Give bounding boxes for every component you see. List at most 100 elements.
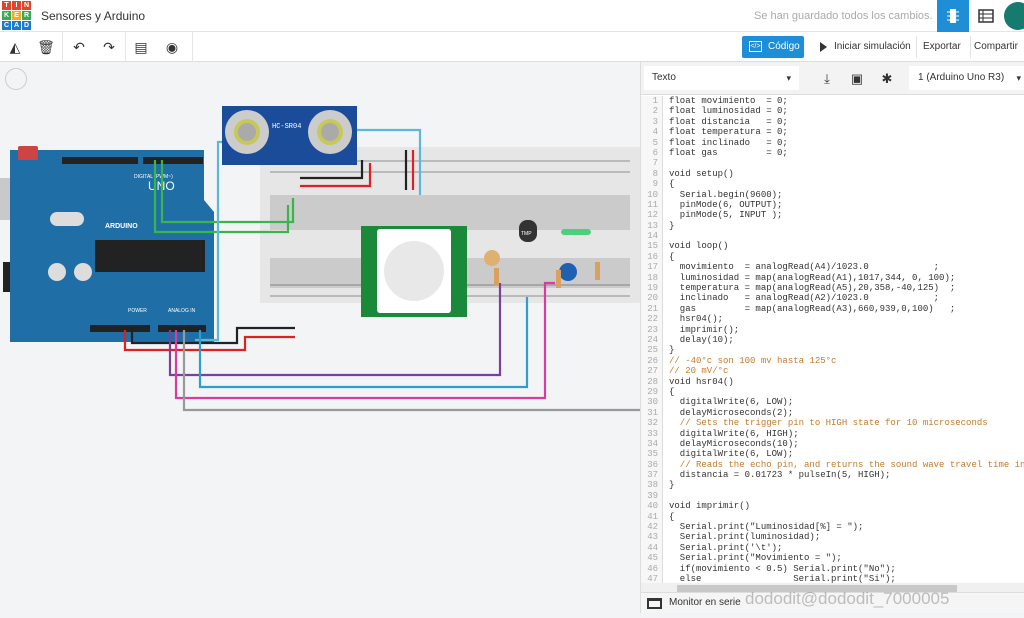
start-simulation-button[interactable]: Iniciar simulación [812, 36, 911, 58]
line-number: 38 [641, 480, 663, 491]
logo-letter: R [22, 11, 31, 20]
horizontal-scrollbar[interactable] [641, 583, 1024, 593]
visibility-icon[interactable]: ◉ [165, 39, 179, 55]
circuit-view-button[interactable] [937, 0, 969, 32]
code-line: 22 hsr04(); [641, 314, 1024, 325]
delete-icon[interactable]: 🗑 [37, 39, 55, 55]
code-line: 46 if(movimiento < 0.5) Serial.print("No… [641, 563, 1024, 574]
export-button[interactable]: Exportar [916, 36, 967, 58]
line-number: 14 [641, 231, 663, 242]
line-number: 6 [641, 147, 663, 159]
line-number: 27 [641, 366, 663, 377]
line-number: 45 [641, 553, 663, 564]
code-text: Serial.print("Luminosidad[%] = "); [669, 522, 864, 533]
code-text: else Serial.print("Si"); [669, 573, 896, 584]
code-text: gas = map(analogRead(A3),660,939,0,100) … [669, 303, 956, 314]
line-number: 39 [641, 490, 663, 502]
fit-view-button[interactable] [5, 68, 27, 90]
line-number: 46 [641, 563, 663, 574]
tmp36-sensor [519, 220, 537, 242]
line-number: 34 [641, 438, 663, 450]
line-number: 1 [641, 96, 663, 107]
line-number: 22 [641, 314, 663, 325]
line-number: 28 [641, 376, 663, 387]
user-avatar[interactable] [1004, 2, 1024, 30]
code-line: 26// -40°c son 100 mv hasta 125°c [641, 355, 1024, 367]
logo-letter: I [12, 1, 21, 10]
undo-icon[interactable]: ↶ [73, 39, 85, 55]
line-number: 25 [641, 345, 663, 356]
project-title[interactable]: Sensores y Arduino [41, 9, 146, 23]
code-line: 31 delayMicroseconds(2); [641, 407, 1024, 419]
code-line: 7 [641, 158, 1024, 169]
line-number: 2 [641, 106, 663, 117]
line-number: 17 [641, 262, 663, 273]
debugger-bug-icon[interactable]: ✱ [881, 71, 893, 86]
line-number: 47 [641, 573, 663, 584]
library-icon[interactable]: ▣ [850, 71, 864, 86]
code-text: void loop() [669, 241, 729, 252]
code-line: 18 luminosidad = map(analogRead(A1),1017… [641, 272, 1024, 284]
share-button[interactable]: Compartir [970, 36, 1021, 58]
code-line: 45 Serial.print("Movimiento = "); [641, 553, 1024, 564]
editor-mode-select[interactable]: Texto [644, 66, 799, 90]
sensor-label: HC-SR04 [272, 123, 301, 131]
line-number: 41 [641, 511, 663, 523]
line-number: 7 [641, 158, 663, 169]
code-text: Serial.print(luminosidad); [669, 532, 821, 543]
line-number: 10 [641, 189, 663, 200]
board-select[interactable]: 1 (Arduino Uno R3) [909, 66, 1024, 90]
line-number: 9 [641, 179, 663, 190]
code-text: } [669, 220, 675, 231]
code-line: 39 [641, 490, 1024, 502]
code-text: { [669, 511, 675, 522]
line-number: 44 [641, 542, 663, 554]
circuit-canvas[interactable]: ARDUINO UNO DIGITAL (PWM~) ANALOG IN POW… [0, 62, 640, 613]
rotate-icon[interactable]: ◭ [9, 39, 21, 55]
code-text: pinMode(6, OUTPUT); [669, 199, 783, 210]
code-text: delayMicroseconds(2); [669, 407, 794, 418]
reset-button [18, 146, 38, 160]
scrollbar-thumb[interactable] [677, 585, 957, 592]
photoresistor [484, 250, 500, 266]
power-pins-label: POWER [128, 308, 147, 314]
code-text: void setup() [669, 168, 734, 179]
download-icon[interactable]: ⤓ [824, 71, 830, 86]
code-line: 41 { [641, 511, 1024, 523]
code-line: 6 float gas = 0; [641, 147, 1024, 159]
analog-pins-label: ANALOG IN [168, 308, 196, 314]
code-line: 17 movimiento = analogRead(A4)/1023.0 ; [641, 262, 1024, 273]
code-line: 14 [641, 231, 1024, 242]
code-text: float gas = 0; [669, 147, 788, 158]
code-line: 11 pinMode(6, OUTPUT); [641, 199, 1024, 211]
line-number: 26 [641, 355, 663, 367]
code-text: inclinado = analogRead(A2)/1023.0 ; [669, 293, 940, 304]
line-number: 31 [641, 407, 663, 419]
list-icon [978, 9, 994, 23]
serial-monitor-button[interactable]: Monitor en serie [641, 592, 1024, 613]
line-number: 24 [641, 334, 663, 346]
code-line: 25} [641, 345, 1024, 356]
redo-icon[interactable]: ↷ [103, 39, 115, 55]
circuit-drawing[interactable]: ARDUINO UNO DIGITAL (PWM~) ANALOG IN POW… [0, 62, 640, 613]
line-number: 12 [641, 210, 663, 221]
code-line: 12 pinMode(5, INPUT ); [641, 210, 1024, 221]
code-text: digitalWrite(6, HIGH); [669, 428, 799, 439]
notes-icon[interactable]: ▤ [134, 39, 148, 55]
code-text: movimiento = analogRead(A4)/1023.0 ; [669, 262, 940, 273]
code-text: digitalWrite(6, LOW); [669, 449, 794, 460]
component-list-button[interactable] [970, 0, 1002, 32]
code-text: // Sets the trigger pin to HIGH state fo… [669, 418, 988, 429]
line-number: 16 [641, 251, 663, 263]
line-number: 37 [641, 470, 663, 481]
code-button[interactable]: </>Código [742, 36, 804, 58]
code-line: 37 distancia = 0.01723 * pulseIn(5, HIGH… [641, 470, 1024, 481]
line-number: 40 [641, 501, 663, 512]
